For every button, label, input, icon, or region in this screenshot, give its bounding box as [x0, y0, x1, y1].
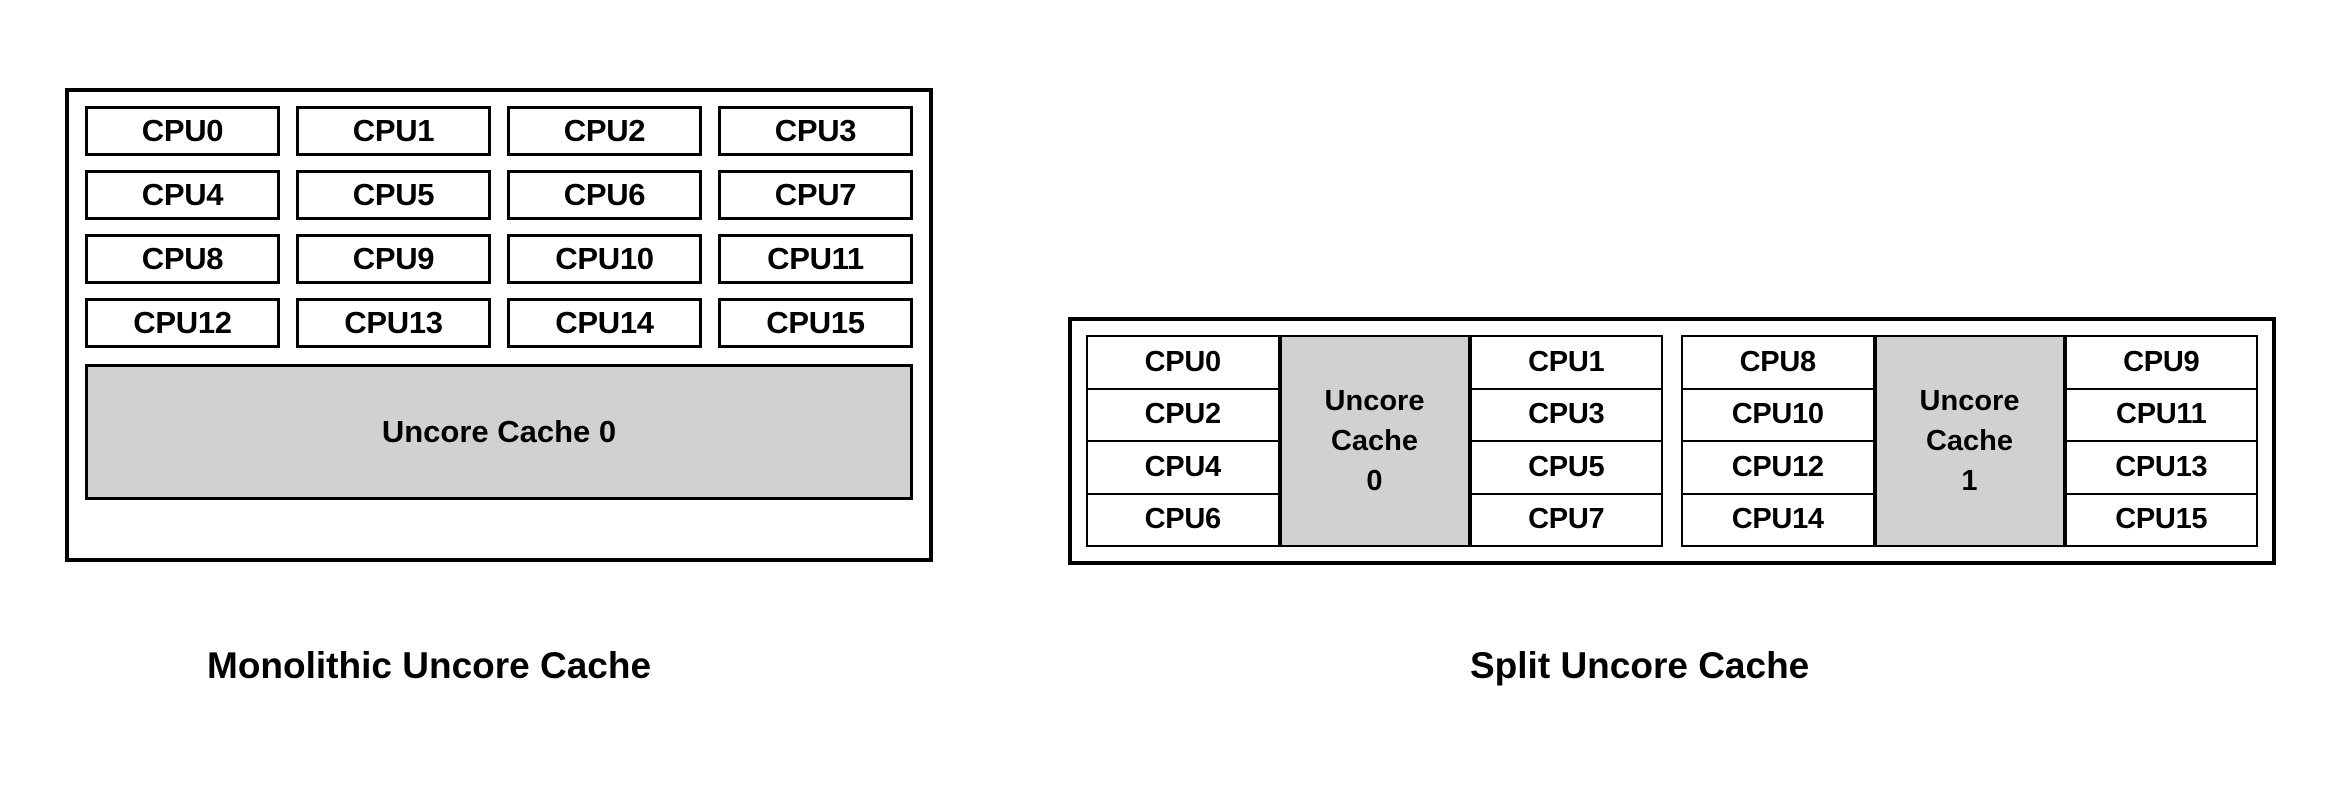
uncore-cache-box: Uncore Cache 0 — [85, 364, 913, 500]
cpu-box: CPU15 — [718, 298, 913, 348]
split-group-0-left-column: CPU0 CPU2 CPU4 CPU6 — [1086, 335, 1280, 547]
cpu-box: CPU15 — [2064, 492, 2258, 547]
cpu-box: CPU14 — [1681, 492, 1875, 547]
cpu-box: CPU2 — [1086, 387, 1280, 440]
split-diagram-caption: Split Uncore Cache — [1470, 645, 1810, 686]
cpu-box: CPU12 — [1681, 440, 1875, 493]
split-group-0-right-column: CPU1 CPU3 CPU5 CPU7 — [1469, 335, 1663, 547]
uncore-cache-label-line2: Cache — [1925, 424, 2014, 457]
uncore-cache-label-line2: Cache — [1330, 424, 1419, 457]
cpu-box: CPU13 — [2064, 440, 2258, 493]
cpu-box: CPU13 — [296, 298, 491, 348]
cpu-box: CPU4 — [85, 170, 280, 220]
monolithic-uncore-cache-diagram: CPU0 CPU1 CPU2 CPU3 CPU4 CPU5 CPU6 CPU7 … — [65, 88, 933, 562]
cpu-box: CPU5 — [296, 170, 491, 220]
cpu-box: CPU11 — [718, 234, 913, 284]
split-group-1-right-column: CPU9 CPU11 CPU13 CPU15 — [2064, 335, 2258, 547]
cpu-box: CPU2 — [507, 106, 702, 156]
cpu-box: CPU6 — [1086, 492, 1280, 547]
cpu-box: CPU1 — [1469, 335, 1663, 388]
cpu-box: CPU3 — [1469, 387, 1663, 440]
cpu-box: CPU9 — [296, 234, 491, 284]
cpu-box: CPU1 — [296, 106, 491, 156]
uncore-cache-label-line1: Uncore — [1919, 384, 2020, 417]
split-group-1: CPU8 CPU10 CPU12 CPU14 Uncore Cache 1 CP… — [1681, 335, 2258, 547]
cpu-box: CPU8 — [1681, 335, 1875, 388]
cpu-box: CPU14 — [507, 298, 702, 348]
monolithic-diagram-caption: Monolithic Uncore Cache — [207, 645, 652, 686]
cpu-box: CPU6 — [507, 170, 702, 220]
cpu-box: CPU10 — [1681, 387, 1875, 440]
uncore-cache-label-line1: Uncore — [1324, 384, 1425, 417]
cpu-box: CPU12 — [85, 298, 280, 348]
cpu-box: CPU7 — [718, 170, 913, 220]
cpu-box: CPU8 — [85, 234, 280, 284]
uncore-cache-box: Uncore Cache 0 — [1279, 335, 1470, 547]
cpu-box: CPU9 — [2064, 335, 2258, 388]
split-uncore-cache-diagram: CPU0 CPU2 CPU4 CPU6 Uncore Cache 0 CPU1 … — [1068, 317, 2276, 565]
cpu-box: CPU5 — [1469, 440, 1663, 493]
cpu-box: CPU0 — [1086, 335, 1280, 388]
uncore-cache-box: Uncore Cache 1 — [1874, 335, 2065, 547]
cpu-box: CPU10 — [507, 234, 702, 284]
cpu-box: CPU0 — [85, 106, 280, 156]
cpu-box: CPU4 — [1086, 440, 1280, 493]
split-group-1-left-column: CPU8 CPU10 CPU12 CPU14 — [1681, 335, 1875, 547]
uncore-cache-label-line3: 0 — [1366, 465, 1383, 497]
cpu-box: CPU3 — [718, 106, 913, 156]
uncore-cache-label-line3: 1 — [1961, 465, 1978, 497]
cpu-box: CPU7 — [1469, 492, 1663, 547]
split-group-0: CPU0 CPU2 CPU4 CPU6 Uncore Cache 0 CPU1 … — [1086, 335, 1663, 547]
monolithic-cpu-grid: CPU0 CPU1 CPU2 CPU3 CPU4 CPU5 CPU6 CPU7 … — [85, 106, 913, 348]
cpu-box: CPU11 — [2064, 387, 2258, 440]
